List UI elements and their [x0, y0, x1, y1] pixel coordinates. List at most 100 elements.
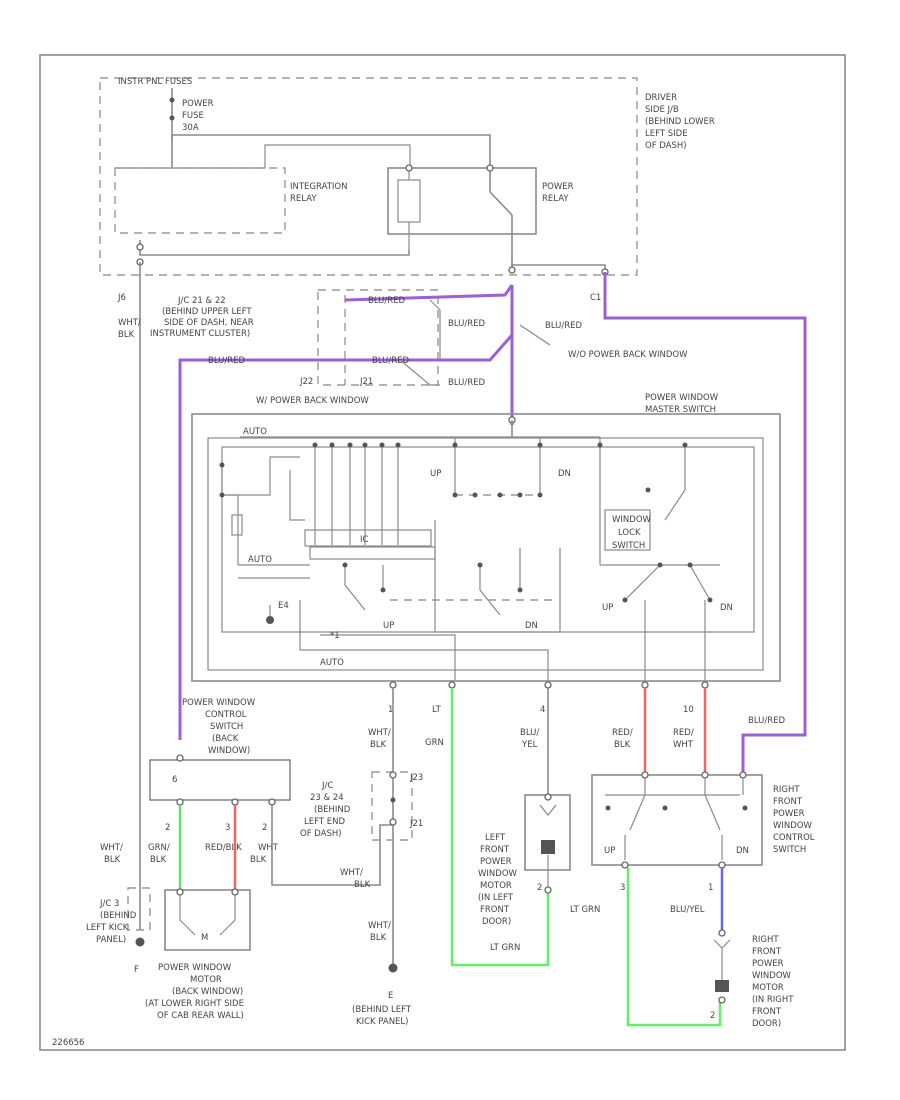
label-bluered-2: BLU/RED — [448, 319, 486, 329]
label-back-motor2: MOTOR — [190, 975, 222, 985]
label-j21: J21 — [359, 377, 373, 387]
label-rf-motor2: FRONT — [752, 947, 782, 957]
label-bluered-3: BLU/RED — [545, 321, 583, 331]
label-lf-motor8: DOOR) — [482, 917, 511, 927]
label-driver-jb4: LEFT SIDE — [645, 129, 688, 139]
label-pin-1: 1 — [388, 705, 393, 715]
diagram-frame — [39, 54, 846, 1051]
label-right-ctrl1: RIGHT — [773, 785, 800, 795]
label-wht-blk-d1: WHT/ — [100, 843, 123, 853]
label-back-motor3: (BACK WINDOW) — [172, 987, 243, 997]
label-j21b: J21 — [409, 819, 423, 829]
label-right-ctrl4: WINDOW — [773, 821, 813, 831]
label-power-relay2: RELAY — [542, 194, 569, 204]
label-pin-10: 10 — [683, 705, 694, 715]
label-bluyel-a1: BLU/ — [520, 728, 539, 738]
label-blk-c: BLK — [250, 855, 267, 865]
label-ground-e2: (BEHIND LEFT — [352, 1005, 412, 1015]
label-right-ctrl6: SWITCH — [773, 845, 806, 855]
label-pin-inner2: *1 — [330, 631, 340, 641]
label-j23: J23 — [409, 773, 423, 783]
label-instr-panel: INSTR PNL FUSES — [118, 77, 192, 87]
label-wht-blk-c2: BLK — [354, 880, 371, 890]
label-up2: UP — [602, 603, 613, 613]
label-driver-jb5: OF DASH) — [645, 141, 687, 151]
label-back-motor5: OF CAB REAR WALL) — [157, 1011, 244, 1021]
label-jc-b1: J/C — [321, 781, 333, 791]
label-blu-yel-b: BLU/YEL — [670, 905, 705, 915]
label-jc-a3: SIDE OF DASH, NEAR — [164, 318, 254, 328]
label-ctrl-back1: POWER WINDOW — [182, 698, 256, 708]
label-wht-blk-e1: WHT/ — [368, 921, 391, 931]
label-back-motor4: (AT LOWER RIGHT SIDE — [145, 999, 244, 1009]
label-rf-motor3: POWER — [752, 959, 784, 969]
label-master1: POWER WINDOW — [645, 393, 719, 403]
label-pin-2: 2 — [165, 823, 170, 833]
label-grn-blk2: BLK — [150, 855, 167, 865]
ground-icon — [388, 963, 398, 973]
label-ctrl-back4: (BACK — [212, 734, 239, 744]
ground-icon — [135, 937, 145, 947]
label-pin-2d: 2 — [710, 1011, 715, 1021]
label-jc-b4: LEFT END — [304, 817, 345, 827]
label-driver-jb1: DRIVER — [645, 93, 677, 103]
label-jc-b3: (BEHIND — [314, 805, 351, 815]
label-rf-motor7: FRONT — [752, 1007, 782, 1017]
label-power-fuse3: 30A — [182, 123, 199, 133]
label-jc-c4: PANEL) — [96, 935, 126, 945]
label-rf-motor8: DOOR) — [752, 1019, 781, 1029]
label-jc-c3: LEFT KICK — [86, 923, 129, 933]
label-jc-c1: J/C 3 — [99, 899, 119, 909]
label-lf-motor2: FRONT — [480, 845, 510, 855]
label-ground-e1: E — [388, 991, 393, 1001]
label-redwht-a2: WHT — [673, 740, 694, 750]
label-bluyel-a2: YEL — [521, 740, 538, 750]
label-lf-motor5: MOTOR — [480, 881, 512, 891]
label-back-motor1: POWER WINDOW — [158, 963, 232, 973]
label-auto: AUTO — [243, 427, 267, 437]
label-pin-2c: 2 — [537, 883, 542, 893]
label-wht-blk-a1: WHT/ — [118, 318, 141, 328]
label-lock1: WINDOW — [612, 515, 652, 525]
label-dn2: DN — [720, 603, 733, 613]
label-up-r: UP — [604, 846, 615, 856]
label-right-ctrl2: FRONT — [773, 797, 803, 807]
master-switch-box — [191, 413, 781, 682]
label-integ-relay1: INTEGRATION — [290, 182, 347, 192]
label-up3: UP — [383, 621, 394, 631]
label-wht-blk-d2: BLK — [104, 855, 121, 865]
label-jc-a2: (BEHIND UPPER LEFT — [162, 307, 252, 317]
right-control-switch — [591, 774, 763, 866]
control-switch-back — [149, 759, 291, 801]
label-redblk-a1: RED/ — [612, 728, 633, 738]
label-rf-motor4: WINDOW — [752, 971, 792, 981]
label-auto-3: AUTO — [320, 658, 344, 668]
label-grn-blk1: GRN/ — [148, 843, 170, 853]
label-wht-blk-b1: WHT/ — [368, 728, 391, 738]
label-lf-motor3: POWER — [480, 857, 512, 867]
label-pin-3: 3 — [225, 823, 230, 833]
label-jc-c2: (BEHIND — [100, 911, 137, 921]
label-right-ctrl5: CONTROL — [773, 833, 815, 843]
label-lock2: LOCK — [618, 528, 641, 538]
label-jc-a4: INSTRUMENT CLUSTER) — [150, 329, 250, 339]
motor-icon — [713, 929, 731, 1004]
label-lf-motor1: LEFT — [485, 833, 506, 843]
label-j22: J22 — [299, 377, 313, 387]
label-power-fuse: POWER — [182, 99, 214, 109]
label-c1: C1 — [590, 293, 601, 303]
motor-icon — [524, 793, 571, 894]
ground-icon — [266, 605, 274, 624]
label-up1: UP — [430, 469, 441, 479]
label-lt-grn-b: LT GRN — [490, 943, 520, 953]
label-bluered-4: BLU/RED — [208, 356, 246, 366]
label-lf-motor4: WINDOW — [478, 869, 518, 879]
label-dn3: DN — [525, 621, 538, 631]
label-dn1: DN — [558, 469, 571, 479]
label-ctrl-back5: WINDOW) — [208, 746, 250, 756]
label-jc-a1: J/C 21 & 22 — [177, 296, 226, 306]
label-master2: MASTER SWITCH — [645, 405, 716, 415]
label-wo-power: W/O POWER BACK WINDOW — [568, 350, 688, 360]
label-ic-inner: IC — [360, 535, 369, 545]
